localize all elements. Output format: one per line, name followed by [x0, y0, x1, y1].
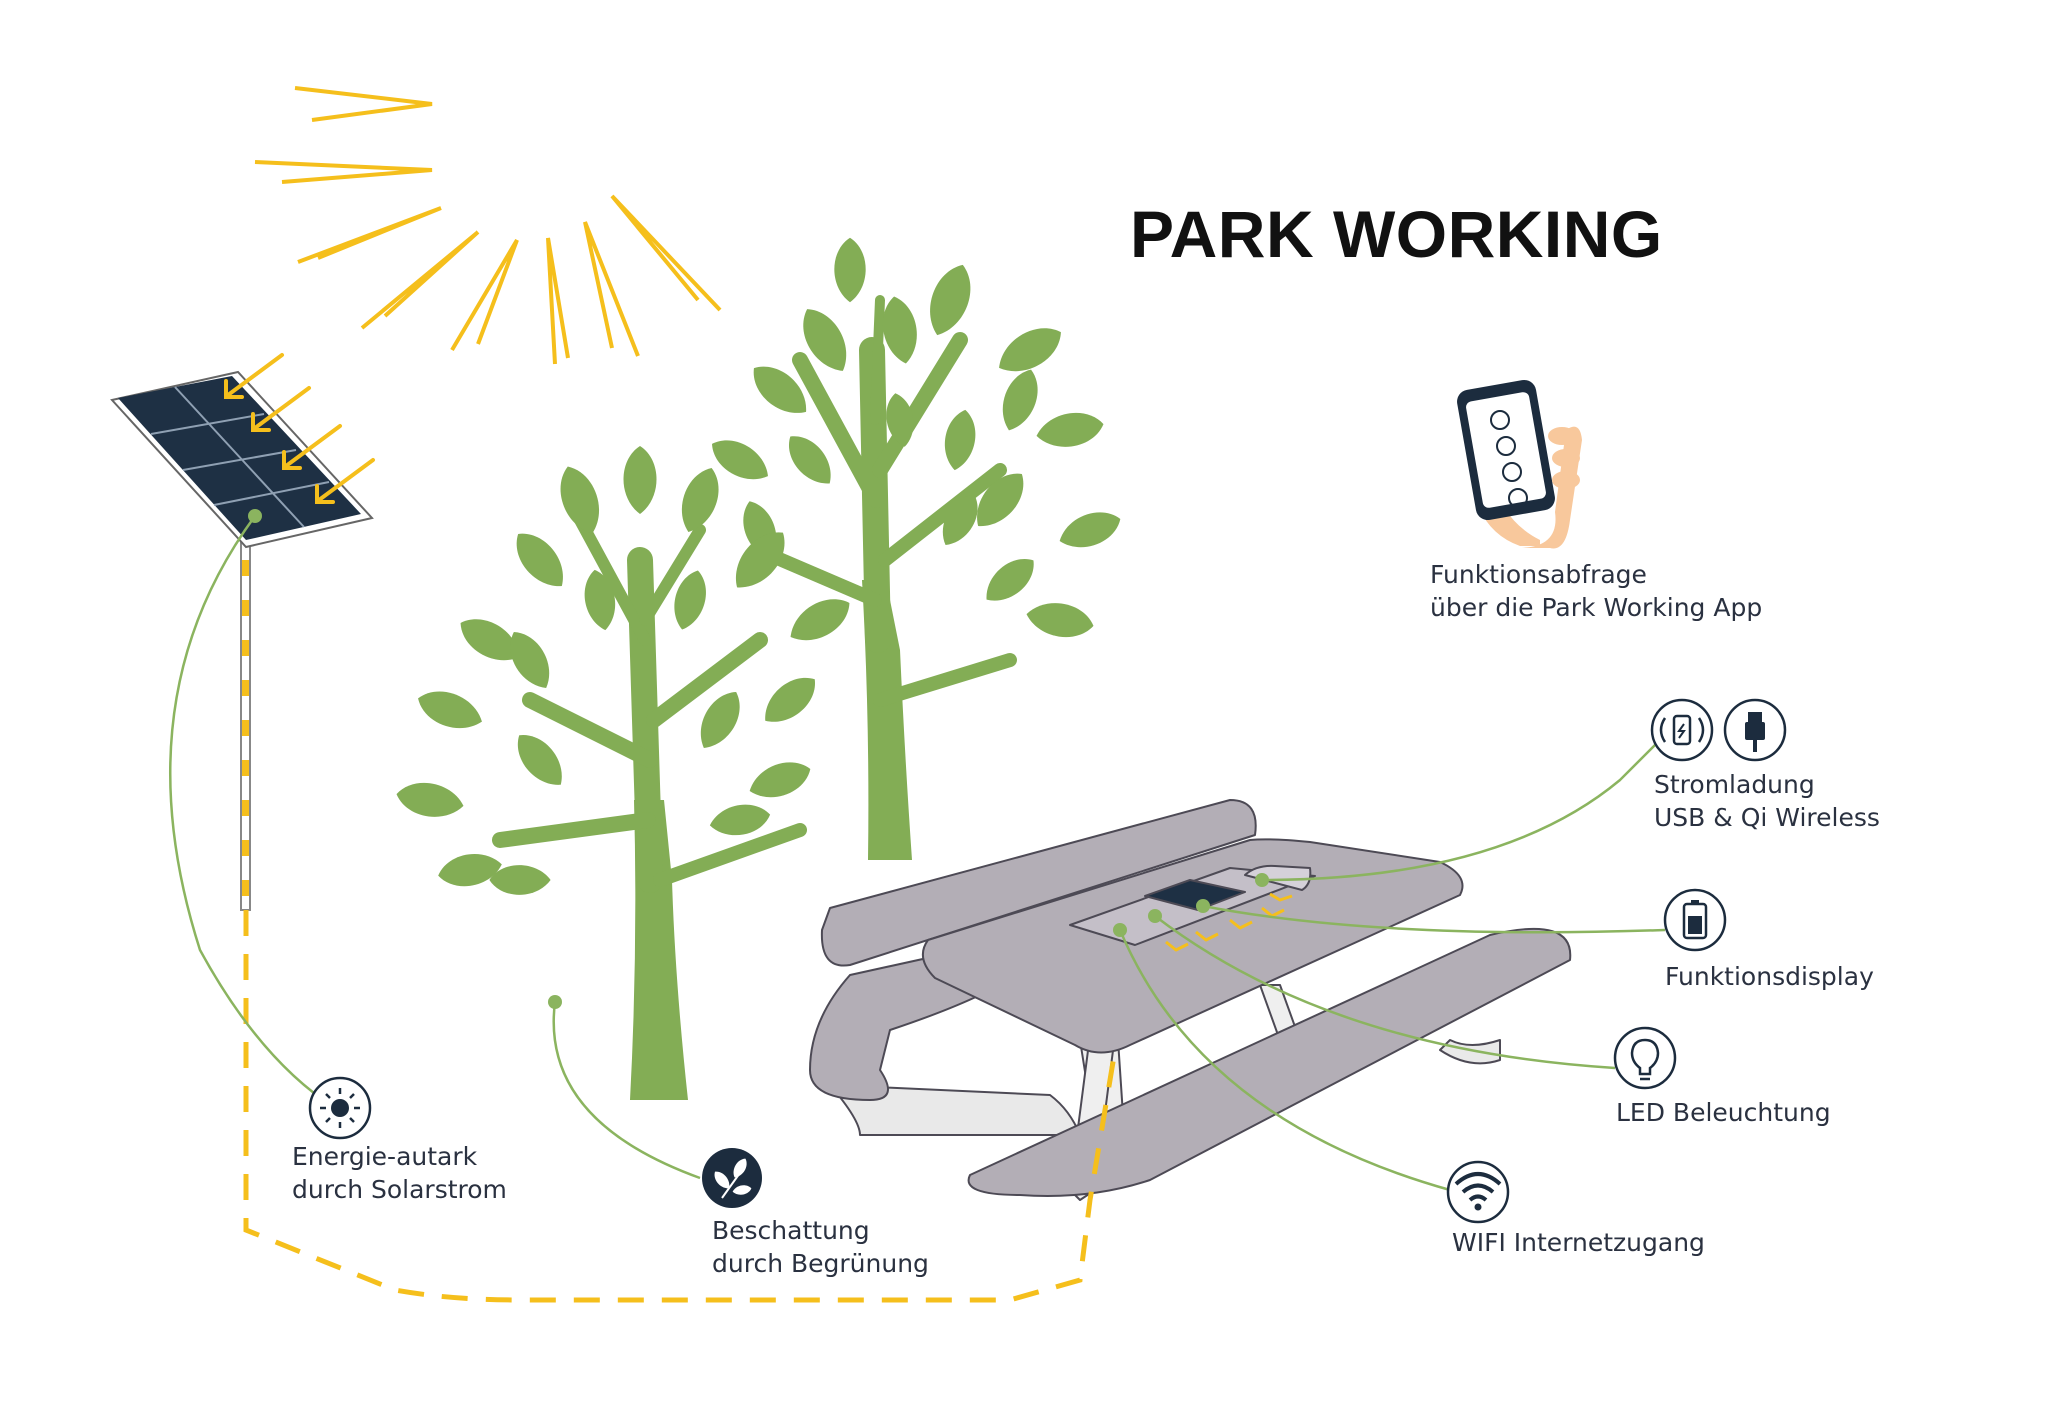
light-bulb-icon [1613, 1026, 1677, 1090]
pole-stripes [242, 560, 249, 896]
app-label: Funktionsabfrage über die Park Working A… [1430, 558, 1762, 624]
solar-panel [110, 353, 375, 911]
leaves-icon [702, 1148, 762, 1208]
shade-label-line1: Beschattung [712, 1216, 870, 1245]
app-label-line1: Funktionsabfrage [1430, 560, 1647, 589]
callout-lines [168, 515, 1671, 1192]
tree-front [393, 446, 858, 1100]
wifi-icon [1446, 1160, 1510, 1224]
shade-label: Beschattung durch Begrünung [712, 1214, 929, 1280]
led-label-line1: LED Beleuchtung [1616, 1098, 1831, 1127]
wifi-label: WIFI Internetzugang [1452, 1226, 1705, 1259]
charging-label-line1: Stromladung [1654, 770, 1815, 799]
led-label: LED Beleuchtung [1616, 1096, 1831, 1129]
display-label: Funktionsdisplay [1665, 960, 1874, 993]
app-label-line2: über die Park Working App [1430, 593, 1763, 622]
sun-icon [308, 1076, 372, 1140]
callout-dots [248, 509, 1269, 1009]
sun-rays [254, 86, 722, 365]
charging-label-line2: USB & Qi Wireless [1654, 803, 1880, 832]
wifi-label-line1: WIFI Internetzugang [1452, 1228, 1705, 1257]
energy-label: Energie-autark durch Solarstrom [292, 1140, 507, 1206]
page-title: PARK WORKING [1130, 197, 1663, 271]
charging-label: Stromladung USB & Qi Wireless [1654, 768, 1880, 834]
picnic-table [809, 799, 1572, 1201]
tree-back [704, 237, 1126, 860]
energy-label-line1: Energie-autark [292, 1142, 478, 1171]
display-label-line1: Funktionsdisplay [1665, 962, 1874, 991]
wireless-charging-icon [1650, 698, 1714, 762]
battery-icon [1663, 888, 1727, 952]
power-cable [243, 910, 1118, 1303]
smartphone-hand-icon [1457, 379, 1582, 549]
energy-label-line2: durch Solarstrom [292, 1175, 507, 1204]
shade-label-line2: durch Begrünung [712, 1249, 929, 1278]
usb-icon [1723, 698, 1787, 762]
